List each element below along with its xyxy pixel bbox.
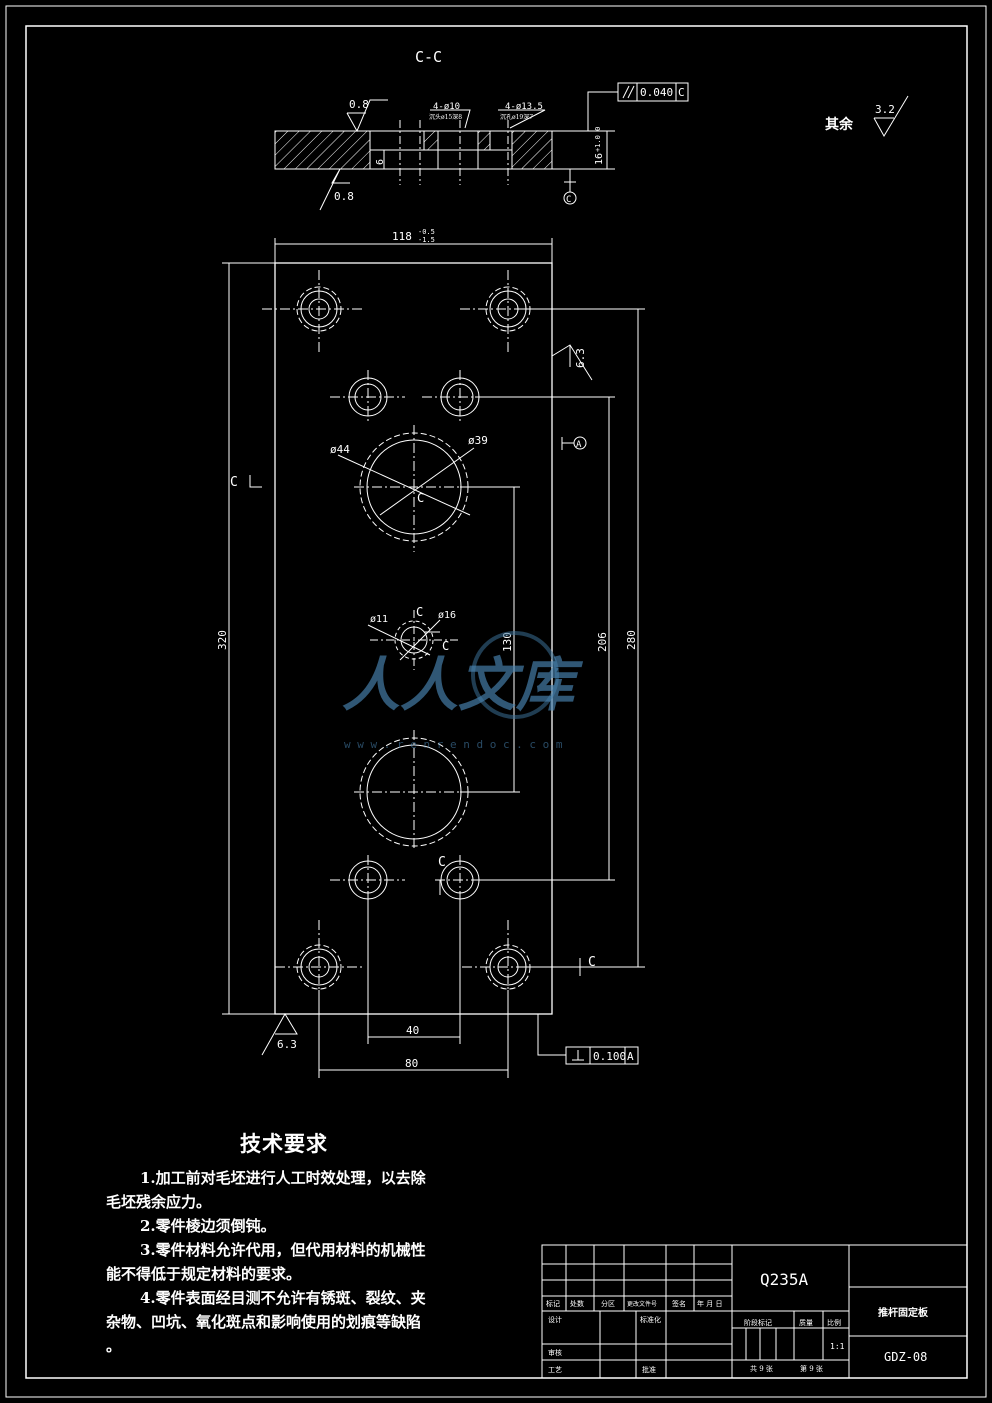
- tech-item: 1.加工前对毛坯进行人工时效处理，以去除: [140, 1169, 426, 1187]
- hole1-sub: 沉头ø15深8: [429, 113, 462, 121]
- section-label: C-C: [415, 48, 442, 66]
- hole-br: [462, 920, 580, 1014]
- hole-tr: [460, 270, 552, 352]
- bore-top: [337, 425, 475, 552]
- hole-tl: [262, 270, 362, 352]
- center-hole: [367, 610, 460, 670]
- tb-h-mark: 标记: [546, 1299, 560, 1308]
- technical-requirements: 技术要求 1.加工前对毛坯进行人工时效处理，以去除 毛坯残余应力。 2.零件棱边…: [106, 1128, 476, 1360]
- watermark-url: w w w . r e n r e n d o c . c o m: [344, 738, 563, 751]
- tb-h-count: 处数: [570, 1299, 584, 1308]
- tb-h-sign: 签名: [672, 1299, 686, 1308]
- tech-item: 能不得低于规定材料的要求。: [106, 1265, 302, 1283]
- rough-bottom: 0.8: [334, 190, 354, 203]
- dim-dia11: ø11: [370, 614, 388, 625]
- tech-item: 4.零件表面经目测不允许有锈斑、裂纹、夹: [140, 1289, 426, 1307]
- tech-item: 毛坯残余应力。: [106, 1193, 212, 1211]
- datum-c-label: C: [566, 195, 571, 205]
- dim-80: 80: [405, 1057, 418, 1070]
- tb-h-date: 年 月 日: [697, 1299, 722, 1308]
- tb-stage: 阶段标记: [744, 1318, 772, 1327]
- tb-process: 工艺: [548, 1366, 562, 1374]
- parallel-value: 0.040: [640, 86, 673, 99]
- perp-value: 0.100: [593, 1050, 626, 1063]
- cut-c-left: C: [230, 475, 238, 490]
- tb-design: 设计: [548, 1315, 562, 1324]
- dim-dia16: ø16: [438, 610, 456, 621]
- rough-rest-value: 3.2: [875, 103, 895, 116]
- cut-c-center1: C: [416, 605, 423, 619]
- dim-130: 130: [501, 632, 514, 652]
- rough-rest-label: 其余: [825, 116, 854, 133]
- tech-title: 技术要求: [240, 1131, 328, 1156]
- cut-c-right: C: [588, 955, 596, 970]
- depth-dim: 6: [375, 159, 386, 165]
- hole-in-tl: [330, 370, 405, 424]
- perp-datum: A: [627, 1050, 634, 1063]
- rough-corner-value: 6.3: [277, 1038, 297, 1051]
- tb-scale: 比例: [827, 1318, 841, 1327]
- outer-border: [5, 5, 987, 1398]
- dim-206: 206: [596, 632, 609, 652]
- dim-dia44: ø44: [330, 443, 350, 456]
- datum-a-symbol: [561, 436, 587, 450]
- tech-item: 3.零件材料允许代用，但代用材料的机械性: [140, 1241, 426, 1259]
- tb-drawing-no: GDZ-08: [884, 1350, 927, 1364]
- inner-border: [25, 25, 968, 1379]
- tech-item: 杂物、凹坑、氧化斑点和影响使用的划痕等缺陷: [106, 1313, 422, 1331]
- tb-material: Q235A: [760, 1270, 809, 1289]
- watermark-text: 人人文库: [342, 651, 584, 719]
- tb-scale-value: 1:1: [830, 1342, 845, 1351]
- cut-c-center2: C: [442, 639, 449, 653]
- watermark: 人人文库 w w w . r e n r e n d o c . c o m: [342, 631, 584, 751]
- tb-sheet: 第 9 张: [800, 1364, 823, 1373]
- section-view: [274, 82, 689, 211]
- thickness-dim: 16: [594, 153, 605, 165]
- dim-width-tol-low: -1.5: [418, 236, 435, 244]
- cut-c-bore: C: [417, 491, 424, 505]
- hole-in-br: [435, 855, 497, 905]
- tb-part-name: 推杆固定板: [878, 1306, 929, 1319]
- hole2-sub: 沉孔ø19深7: [500, 113, 533, 121]
- rough-corner-symbol: [261, 1013, 298, 1056]
- rough-right-symbol: [551, 344, 593, 381]
- tb-approve: 批准: [642, 1365, 656, 1374]
- plan-view: [222, 238, 645, 1078]
- thickness-tol: +1.0 0: [594, 127, 602, 152]
- tb-review: 审核: [548, 1348, 562, 1357]
- inner-holes: [330, 370, 497, 905]
- hole-bl: [275, 920, 362, 1014]
- tb-h-zone: 分区: [601, 1299, 615, 1308]
- dim-width: 118: [392, 230, 412, 243]
- title-block: [541, 1244, 968, 1379]
- rough-right-value: 6.3: [574, 348, 587, 368]
- bore-bottom: [354, 730, 474, 850]
- rough-top: 0.8: [349, 98, 369, 111]
- cut-c-lower: C: [438, 855, 446, 870]
- tech-item: 。: [106, 1337, 122, 1355]
- tb-standard: 标准化: [640, 1315, 661, 1324]
- hole-in-bl: [330, 855, 405, 905]
- perp-callout: [537, 1014, 639, 1065]
- tb-sheets: 共 9 张: [750, 1364, 773, 1373]
- dim-dia39: ø39: [468, 434, 488, 447]
- dim-width-tol-up: -0.5: [418, 228, 435, 236]
- rough-rest-symbol: [873, 95, 909, 137]
- dim-40: 40: [406, 1024, 419, 1037]
- tech-item: 2.零件棱边须倒钝。: [140, 1217, 276, 1235]
- corner-holes: [262, 270, 580, 1014]
- cut-marks: [249, 475, 581, 976]
- dim-height: 320: [216, 630, 229, 650]
- dim-280: 280: [625, 630, 638, 650]
- datum-a-label: A: [576, 440, 582, 450]
- parallel-datum: C: [678, 86, 685, 99]
- large-bores: [337, 425, 475, 850]
- hole2-count: 4-ø13.5: [505, 102, 543, 112]
- tb-h-doc: 更改文件号: [627, 1300, 657, 1308]
- hole-in-tr: [422, 370, 497, 424]
- hole1-count: 4-ø10: [433, 102, 460, 112]
- tb-weight: 质量: [799, 1318, 813, 1327]
